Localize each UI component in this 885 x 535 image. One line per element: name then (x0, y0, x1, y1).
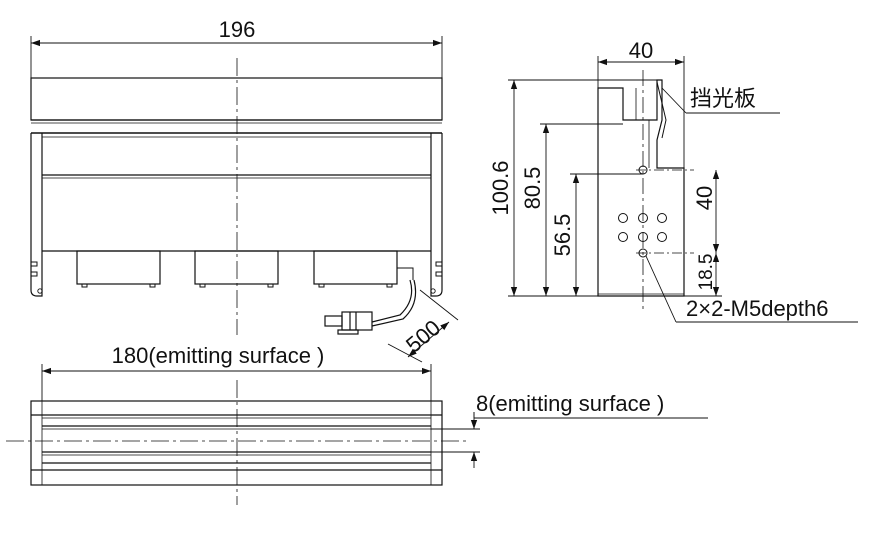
front-top-cover (30, 77, 443, 121)
dim-side-height-3 (570, 173, 643, 296)
bottom-view (30, 400, 443, 486)
dim-front-width (30, 36, 443, 78)
dim-cable-length-label: 500 (401, 315, 445, 358)
side-holes (618, 165, 667, 258)
dim-side-height-2-label: 80.5 (520, 167, 545, 210)
dim-front-width-label: 196 (219, 17, 256, 42)
dim-side-height-3-label: 56.5 (550, 214, 575, 257)
dim-side-total-height-label: 100.6 (488, 160, 513, 215)
dim-emitting-width (431, 412, 708, 468)
light-shield-leader (661, 87, 780, 114)
connector-block-1 (76, 250, 161, 285)
side-bracket-outline (597, 79, 685, 297)
dim-emitting-width-label: 8(emitting surface ) (476, 391, 664, 416)
dim-bottom-hole-label: 18.5 (696, 254, 717, 291)
cable (371, 279, 413, 323)
cable-plug (324, 311, 373, 335)
dim-side-width (597, 56, 685, 168)
dim-side-total-height (508, 79, 657, 297)
dim-emitting-length-label: 180(emitting surface ) (112, 343, 325, 368)
light-shield-label: 挡光板 (690, 86, 756, 111)
mount-holes-leader (645, 255, 858, 323)
front-left-profile (30, 133, 43, 297)
dim-bottom-hole (684, 253, 722, 297)
connector-block-2 (194, 250, 279, 285)
front-view (30, 77, 443, 335)
side-view (597, 79, 685, 297)
bottom-view-outline (30, 400, 443, 486)
dim-side-width-label: 40 (629, 38, 653, 63)
dim-cable-length (387, 289, 459, 363)
mount-holes-label: 2×2-M5depth6 (686, 296, 829, 321)
front-right-profile (430, 133, 443, 297)
connector-block-3 (313, 250, 398, 285)
dim-hole-spacing-label: 40 (692, 186, 717, 210)
dim-emitting-length (41, 364, 432, 401)
dim-side-height-2 (540, 123, 623, 296)
